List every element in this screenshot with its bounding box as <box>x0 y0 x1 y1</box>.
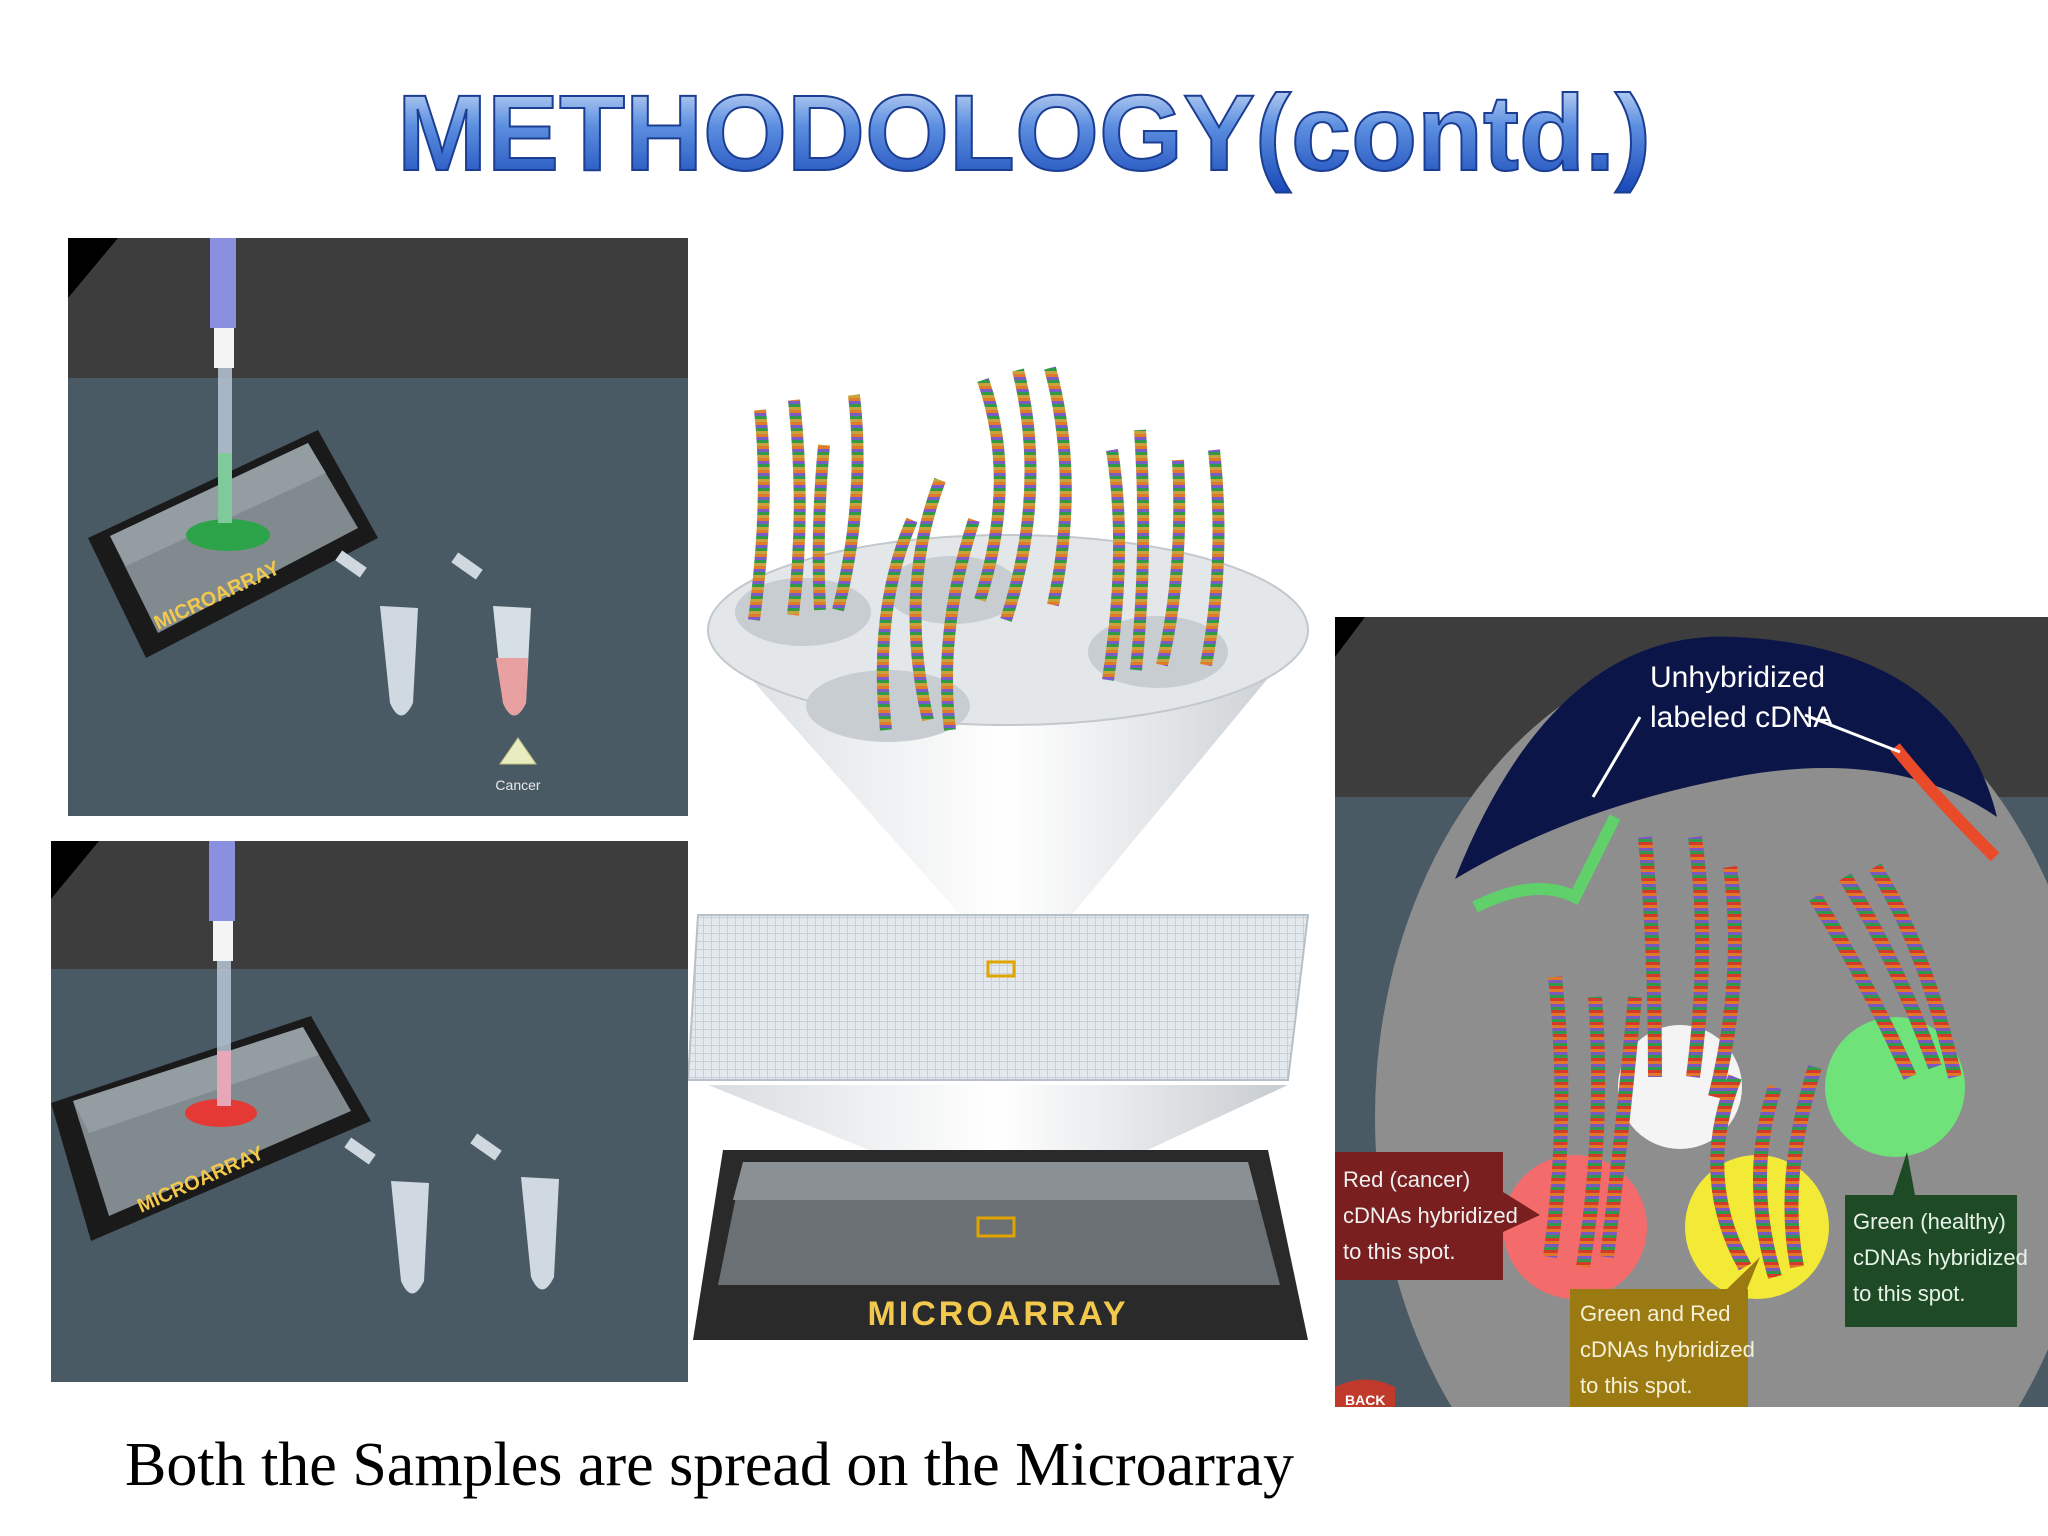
red-spot-callout: Red (cancer) cDNAs hybridized to this sp… <box>1335 1152 1540 1280</box>
tube-icon <box>344 1137 429 1294</box>
back-button[interactable]: BACK <box>1335 1379 1395 1408</box>
svg-text:Unhybridized: Unhybridized <box>1650 661 1825 694</box>
pipette-icon <box>209 841 235 1106</box>
green-sample-drop <box>186 519 270 551</box>
microarray-slide: MICROARRAY <box>693 1150 1308 1340</box>
red-spot <box>1503 1155 1647 1299</box>
microarray-zoom-illustration: MICROARRAY <box>688 350 1338 1360</box>
yellow-spot-callout: Green and Red cDNAs hybridized to this s… <box>1570 1257 1760 1407</box>
tube-icon <box>335 550 418 716</box>
svg-text:Red (cancer): Red (cancer) <box>1343 1167 1470 1192</box>
slide-title-text: METHODOLOGY(contd.) <box>397 72 1651 193</box>
slide-label: MICROARRAY <box>867 1295 1128 1333</box>
green-spot-callout: Green (healthy) cDNAs hybridized to this… <box>1845 1152 2028 1327</box>
unhybridized-callout: Unhybridized labeled cDNA <box>1591 661 1901 798</box>
red-sample-drop <box>185 1099 257 1127</box>
svg-text:cDNAs hybridized: cDNAs hybridized <box>1343 1203 1518 1228</box>
pipette-icon <box>210 238 236 523</box>
svg-text:cDNAs hybridized: cDNAs hybridized <box>1580 1337 1755 1362</box>
cancer-sample-tube-icon <box>451 552 531 716</box>
triangle-marker-icon <box>499 737 537 765</box>
svg-text:cDNAs hybridized: cDNAs hybridized <box>1853 1245 2028 1270</box>
hybridization-panel: Unhybridized labeled cDNA Red (cancer) c… <box>1335 617 2048 1407</box>
dna-strands <box>748 366 1225 731</box>
svg-text:BACK: BACK <box>1345 1392 1385 1407</box>
cdna-strands <box>1472 743 2000 1280</box>
slide-caption: Both the Samples are spread on the Micro… <box>125 1431 1295 1499</box>
svg-text:to this spot.: to this spot. <box>1343 1239 1456 1264</box>
red-sample-panel: MICROARRAY <box>51 841 688 1382</box>
green-sample-panel: MICROARRAY Cancer <box>68 238 688 816</box>
svg-text:to this spot.: to this spot. <box>1580 1373 1693 1398</box>
svg-text:to this spot.: to this spot. <box>1853 1281 1966 1306</box>
microarray-grid <box>688 914 1310 1081</box>
slide-title: METHODOLOGY(contd.) <box>0 68 2048 208</box>
tube-icon <box>470 1133 559 1290</box>
selected-spot-marker <box>986 960 1016 978</box>
tube-label: Cancer <box>495 777 540 793</box>
svg-text:Green and Red: Green and Red <box>1580 1301 1730 1326</box>
svg-text:labeled cDNA: labeled cDNA <box>1650 701 1833 734</box>
svg-text:Green (healthy): Green (healthy) <box>1853 1209 2006 1234</box>
